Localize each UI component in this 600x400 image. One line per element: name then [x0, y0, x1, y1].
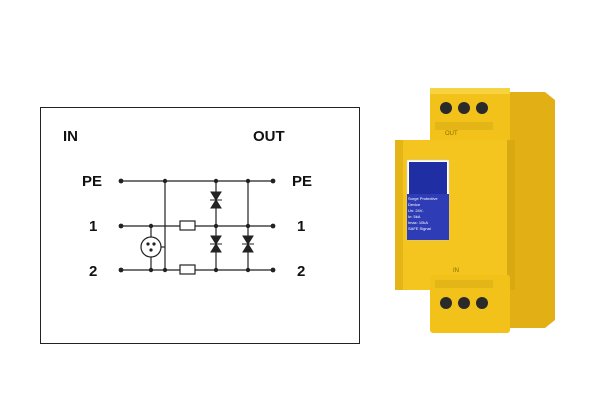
bottom-screw-3: [476, 297, 488, 309]
top-screw-3: [476, 102, 488, 114]
right-terminal-1: 1: [297, 218, 306, 235]
device-label-line-3: In: 5kA: [408, 214, 421, 219]
resistor-2: [179, 264, 196, 275]
left-terminal-pe: PE: [82, 173, 103, 190]
tvs-diode-2b: [210, 243, 222, 253]
top-terminal-block: [430, 88, 510, 146]
schematic-diagram: IN OUT PE 1 2 PE 1 2: [40, 107, 360, 344]
gas-discharge-tube: [140, 236, 162, 258]
top-screw-1: [440, 102, 452, 114]
device-out-label: OUT: [445, 131, 458, 137]
junction-dots: [118, 178, 276, 273]
bottom-terminal-block: [430, 275, 510, 333]
top-screw-2: [458, 102, 470, 114]
device-label-logo: [409, 162, 447, 194]
circuit-wiring: [118, 178, 276, 275]
device-label-line-5: SAFE Signal: [408, 226, 431, 231]
resistor-1: [179, 220, 196, 231]
right-terminal-2: 2: [297, 263, 306, 280]
in-label: IN: [63, 128, 78, 145]
device-label-line-1: Surge Protective Device: [408, 196, 438, 207]
out-label: OUT: [253, 128, 285, 145]
tvs-diode-1b: [210, 199, 222, 209]
device-label-line-4: Imax: 10kA: [408, 220, 429, 225]
device-label-line-2: Un: 24V-: [408, 208, 424, 213]
tvs-diode-1a: [210, 191, 222, 201]
bottom-screw-2: [458, 297, 470, 309]
tvs-diode-2a: [210, 235, 222, 245]
bottom-screw-1: [440, 297, 452, 309]
device-in-label: IN: [453, 268, 459, 274]
surge-protector-device: [395, 88, 555, 333]
right-terminal-pe: PE: [292, 173, 313, 190]
tvs-diode-3a: [242, 235, 254, 245]
device-label-text: Surge Protective Device Un: 24V- In: 5kA…: [408, 196, 448, 232]
left-terminal-2: 2: [89, 263, 98, 280]
tvs-diode-3b: [242, 243, 254, 253]
left-terminal-1: 1: [89, 218, 98, 235]
